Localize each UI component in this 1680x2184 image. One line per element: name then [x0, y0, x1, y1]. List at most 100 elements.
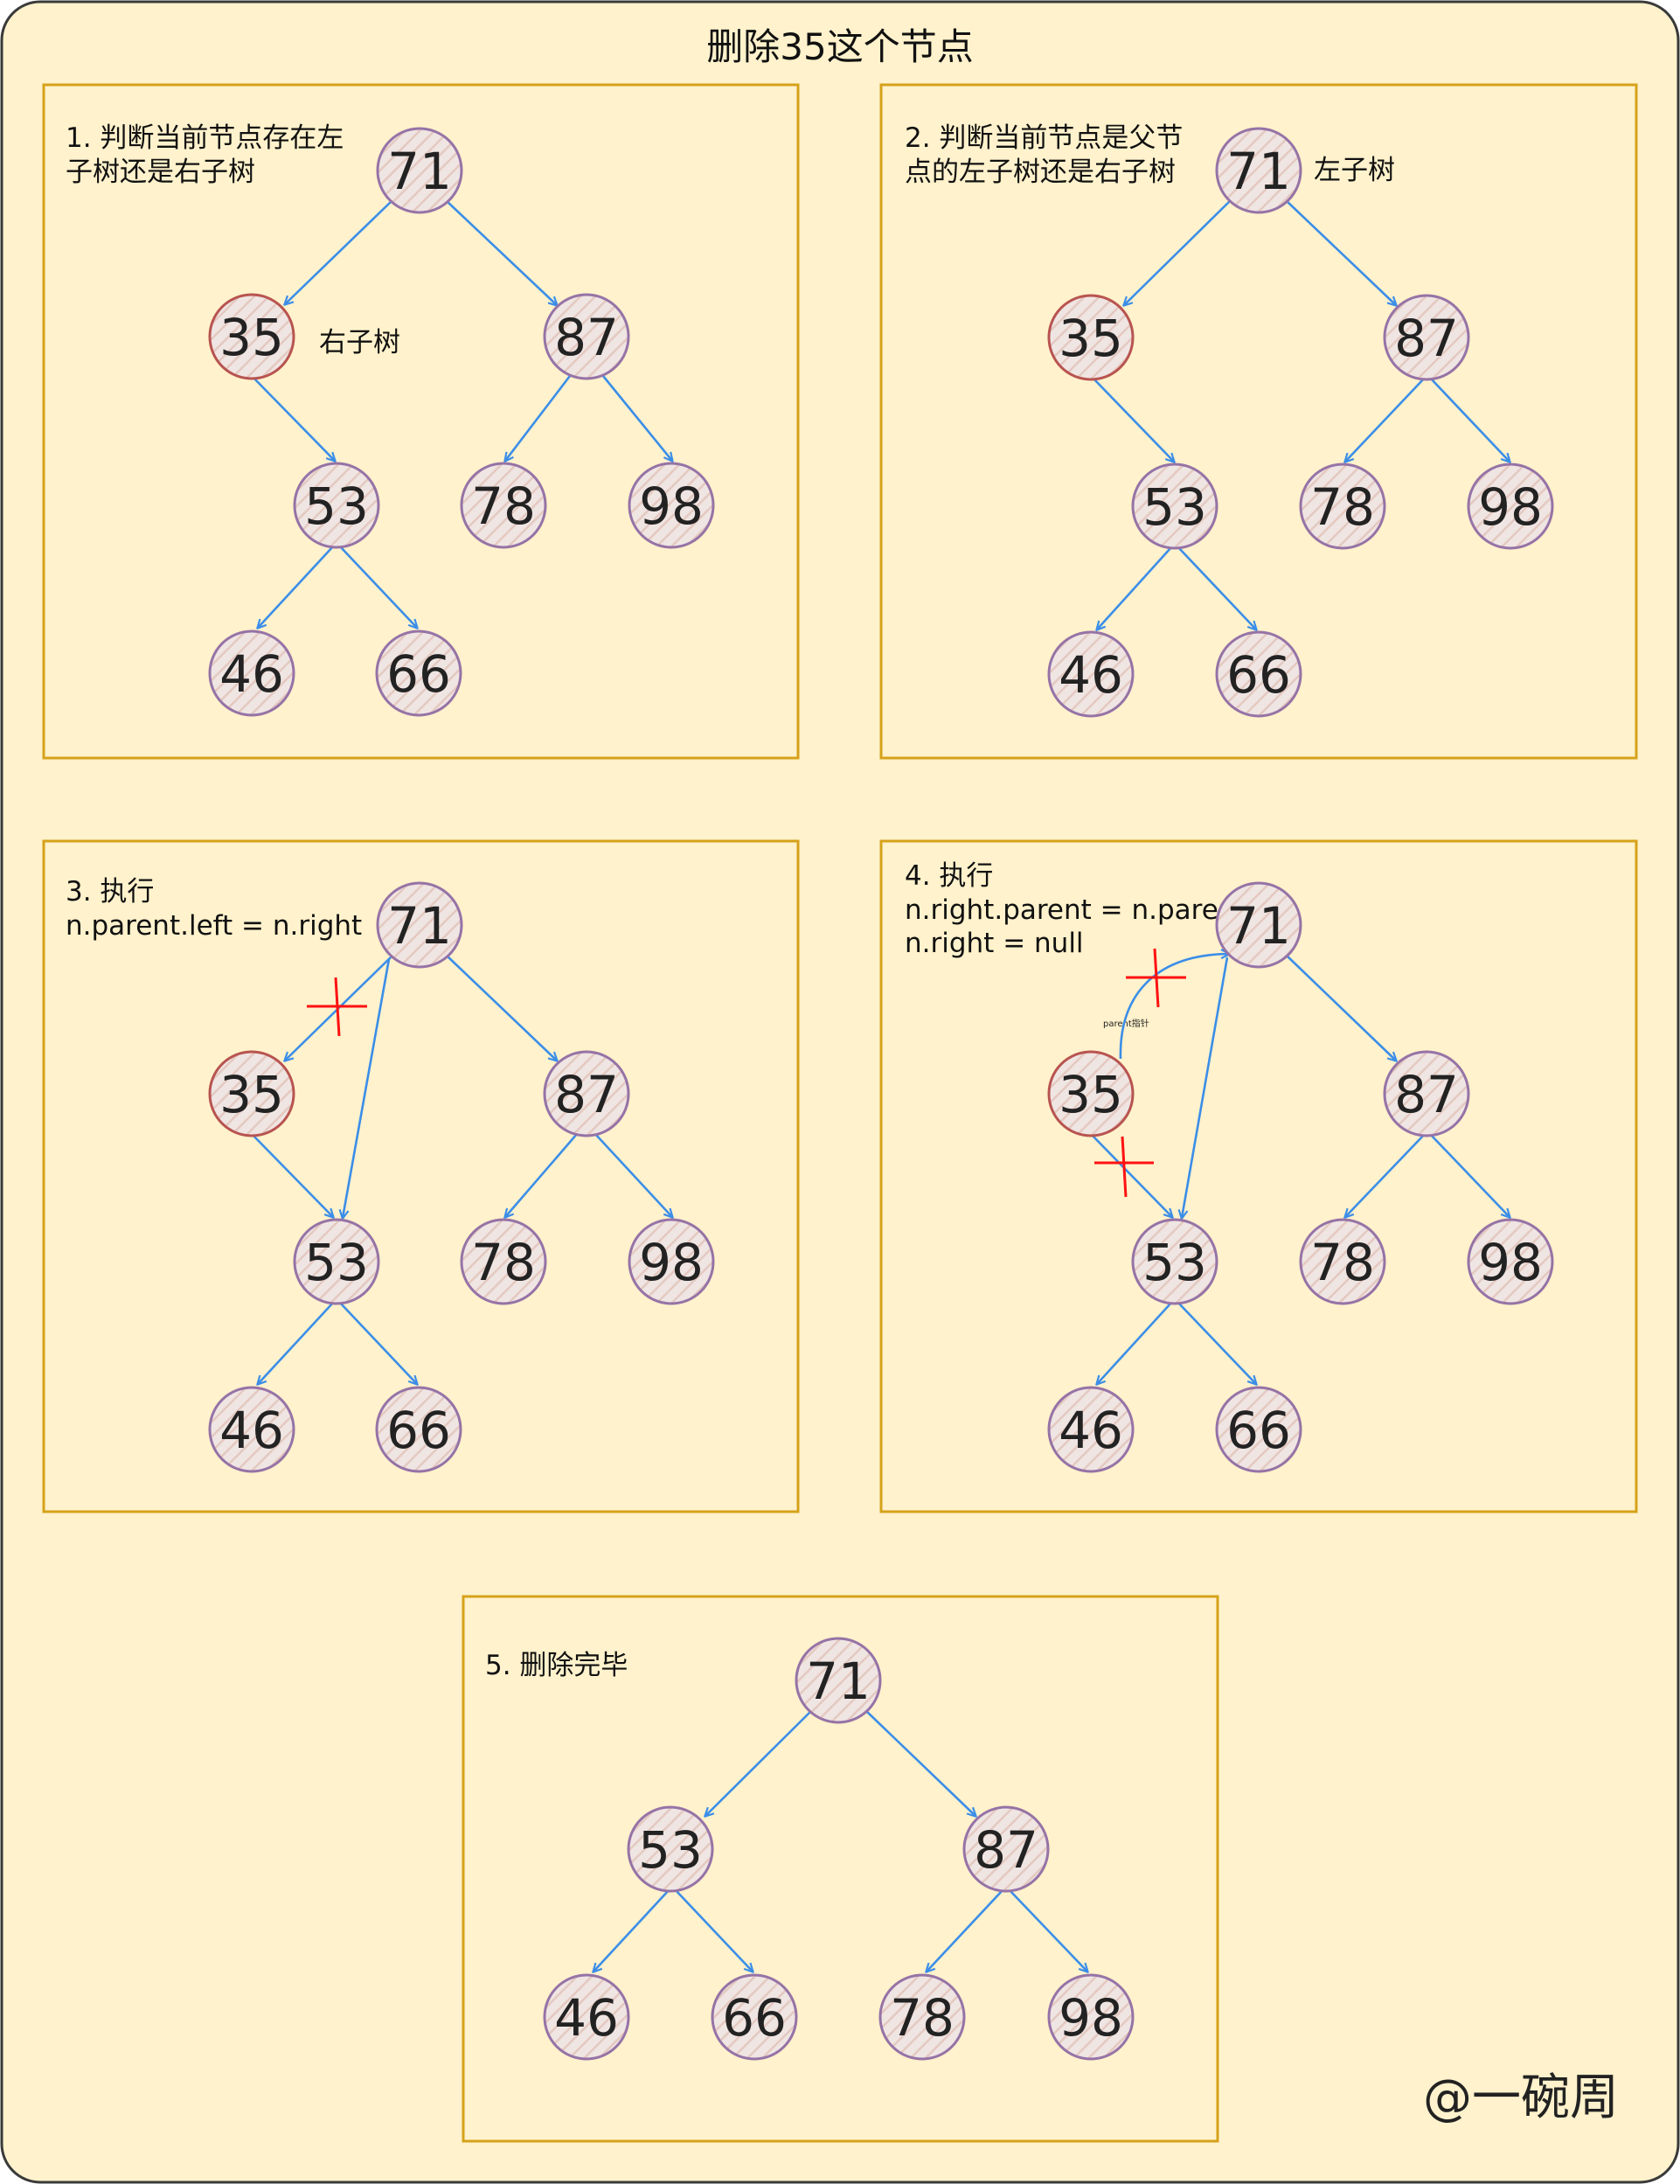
cut-mark-icon — [1126, 948, 1186, 1008]
node-71: 71 — [795, 1637, 882, 1724]
node-98: 98 — [628, 1218, 715, 1305]
svg-text:98: 98 — [1059, 1988, 1123, 2048]
svg-text:53: 53 — [638, 1820, 703, 1880]
svg-text:78: 78 — [1310, 477, 1375, 537]
cut-mark-icon — [1094, 1136, 1154, 1198]
watermark-author: @一碗周 — [1423, 2069, 1619, 2126]
node-53: 53 — [1131, 1218, 1218, 1305]
step-4-caption-line-2: n.right.parent = n.parent — [905, 894, 1246, 926]
node-87: 87 — [1383, 294, 1470, 381]
panel-step-4: 4. 执行 n.right.parent = n.parent n.right … — [879, 839, 1638, 1513]
svg-text:98: 98 — [1478, 1233, 1543, 1292]
node-78: 78 — [1299, 463, 1386, 550]
step-2-note-left-subtree: 左子树 — [1314, 155, 1395, 186]
node-66: 66 — [375, 1386, 462, 1473]
node-66: 66 — [375, 629, 462, 717]
node-98: 98 — [1467, 1218, 1554, 1305]
step-3-caption-line-1: 3. 执行 — [66, 876, 154, 908]
node-53: 53 — [627, 1805, 714, 1893]
svg-text:35: 35 — [219, 1065, 284, 1124]
panel-step-1: 1. 判断当前节点存在左 子树还是右子树 右子树 71 35 87 53 78 — [42, 83, 800, 760]
svg-text:71: 71 — [387, 142, 452, 201]
node-71: 71 — [1215, 127, 1302, 214]
step-4-caption-line-1: 4. 执行 — [905, 860, 993, 892]
node-53: 53 — [1131, 463, 1218, 550]
node-71: 71 — [1215, 881, 1302, 969]
node-98: 98 — [628, 462, 715, 549]
cut-mark-icon — [307, 977, 367, 1037]
node-66: 66 — [1215, 1386, 1302, 1473]
node-87: 87 — [543, 1050, 630, 1137]
svg-text:98: 98 — [639, 476, 704, 536]
svg-text:35: 35 — [219, 308, 284, 367]
svg-text:66: 66 — [1226, 645, 1291, 705]
node-35-highlighted: 35 — [208, 293, 295, 380]
step-5-caption-line-1: 5. 删除完毕 — [485, 1650, 628, 1681]
svg-text:98: 98 — [1478, 477, 1543, 537]
node-78: 78 — [460, 462, 547, 549]
svg-text:78: 78 — [471, 476, 536, 536]
svg-text:71: 71 — [1226, 142, 1291, 201]
svg-text:71: 71 — [806, 1652, 871, 1711]
step-1-caption-line-2: 子树还是右子树 — [66, 156, 255, 188]
step-1-caption-line-1: 1. 判断当前节点存在左 — [66, 122, 344, 154]
svg-text:53: 53 — [304, 476, 369, 536]
svg-text:66: 66 — [386, 644, 451, 704]
svg-text:46: 46 — [219, 644, 284, 704]
panel-step-5: 5. 删除完毕 71 53 87 46 66 78 — [462, 1595, 1219, 2143]
node-66: 66 — [711, 1973, 798, 2061]
svg-text:53: 53 — [1142, 1233, 1207, 1292]
svg-text:53: 53 — [1142, 477, 1207, 537]
svg-text:78: 78 — [890, 1988, 955, 2048]
svg-text:87: 87 — [554, 308, 619, 367]
svg-text:78: 78 — [1310, 1233, 1375, 1292]
svg-text:71: 71 — [1226, 896, 1291, 956]
svg-text:71: 71 — [387, 896, 452, 956]
node-35-highlighted: 35 — [1047, 294, 1135, 381]
node-46: 46 — [208, 1386, 295, 1473]
svg-text:46: 46 — [554, 1988, 619, 2048]
svg-text:53: 53 — [304, 1233, 369, 1292]
node-87: 87 — [1383, 1050, 1470, 1137]
svg-text:87: 87 — [1394, 309, 1459, 368]
node-78: 78 — [1299, 1218, 1386, 1305]
page-title: 删除35这个节点 — [706, 25, 973, 68]
node-87: 87 — [962, 1805, 1050, 1893]
panel-step-2: 2. 判断当前节点是父节 点的左子树还是右子树 左子树 71 35 87 53 … — [879, 83, 1638, 760]
node-71: 71 — [376, 127, 463, 214]
step-2-caption-line-1: 2. 判断当前节点是父节 — [905, 122, 1183, 154]
node-78: 78 — [460, 1218, 547, 1305]
svg-text:46: 46 — [1059, 1401, 1123, 1460]
node-53: 53 — [293, 1218, 380, 1305]
svg-text:46: 46 — [1059, 645, 1123, 705]
svg-text:87: 87 — [974, 1820, 1038, 1880]
node-46: 46 — [543, 1973, 630, 2061]
svg-text:66: 66 — [722, 1988, 787, 2048]
node-46: 46 — [1047, 630, 1135, 718]
node-98: 98 — [1467, 463, 1554, 550]
node-35-highlighted: 35 — [1047, 1050, 1135, 1137]
node-35-highlighted: 35 — [208, 1050, 295, 1137]
node-46: 46 — [1047, 1386, 1135, 1473]
step-3-caption-line-2: n.parent.left = n.right — [66, 910, 362, 942]
svg-text:35: 35 — [1059, 1065, 1123, 1124]
svg-text:46: 46 — [219, 1401, 284, 1460]
svg-text:98: 98 — [639, 1233, 704, 1292]
node-71: 71 — [376, 881, 463, 969]
svg-text:66: 66 — [1226, 1401, 1291, 1460]
svg-text:78: 78 — [471, 1233, 536, 1292]
svg-text:35: 35 — [1059, 309, 1123, 368]
node-78: 78 — [878, 1973, 966, 2061]
step-2-caption-line-2: 点的左子树还是右子树 — [905, 156, 1176, 188]
panel-step-3: 3. 执行 n.parent.left = n.right 71 35 87 5… — [42, 839, 800, 1513]
node-87: 87 — [543, 293, 630, 380]
step-1-note-right-subtree: 右子树 — [319, 327, 400, 358]
svg-text:87: 87 — [1394, 1065, 1459, 1124]
node-66: 66 — [1215, 630, 1302, 718]
step-4-caption-line-3: n.right = null — [905, 928, 1084, 959]
svg-text:66: 66 — [386, 1401, 451, 1460]
node-46: 46 — [208, 629, 295, 717]
parent-pointer-label: parent指针 — [1103, 1018, 1149, 1029]
svg-text:87: 87 — [554, 1065, 619, 1124]
